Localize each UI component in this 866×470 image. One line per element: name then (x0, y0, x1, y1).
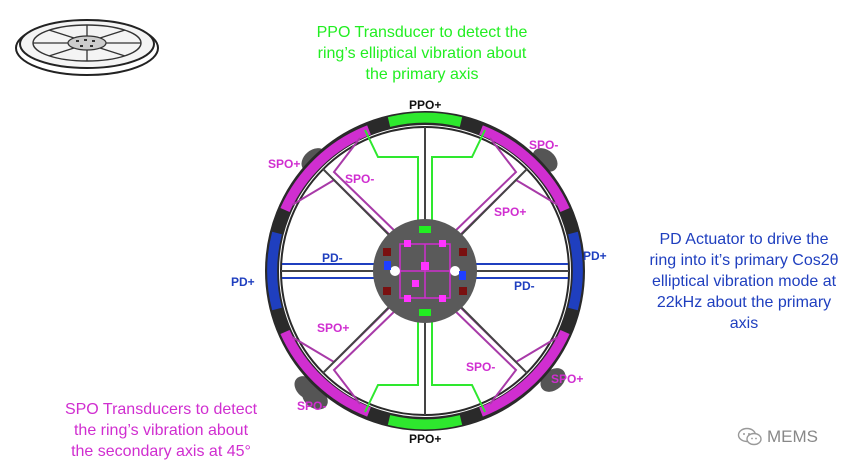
spo-caption-line: the secondary axis at 45° (71, 443, 251, 460)
spo-bottom-right-electrode (479, 329, 570, 417)
pd-left-electrode (267, 231, 282, 311)
ppo-caption-line: ring’s elliptical vibration about (317, 45, 527, 62)
hub-pads (383, 226, 467, 316)
watermark-text: MEMS (767, 427, 818, 446)
spo-caption-line: SPO Transducers to detect (64, 401, 258, 418)
label-pd-left-outer: PD+ (231, 275, 255, 289)
label-spo-bottom-right: SPO+ (551, 372, 583, 386)
pd-traces (282, 263, 568, 279)
ring-thumbnail (15, 19, 159, 76)
label-spo-top-right-inner: SPO+ (494, 205, 526, 219)
label-spo-top-left: SPO+ (268, 157, 300, 171)
label-spo-bottom-left-inner: SPO+ (317, 321, 349, 335)
ppo-caption-line: PPO Transducer to detect the (316, 24, 528, 41)
pd-caption-line: ring into it’s primary Cos2θ (649, 252, 839, 269)
label-spo-top-left-inner: SPO- (345, 172, 374, 186)
label-ppo-bottom: PPO+ (409, 432, 441, 446)
pd-caption-line: elliptical vibration mode at (651, 273, 837, 290)
electrode-labels: PPO+ PPO+ PD+ PD+ PD- PD- SPO+ SPO- SPO-… (231, 98, 607, 446)
spo-caption: SPO Transducers to detect the ring’s vib… (38, 399, 284, 462)
ppo-caption: PPO Transducer to detect the ring’s elli… (282, 22, 562, 85)
label-ppo-top: PPO+ (409, 98, 441, 112)
wechat-icon (737, 427, 762, 446)
label-spo-bottom-left: SPO- (297, 399, 326, 413)
spo-top-right-electrode (479, 125, 570, 213)
spokes (281, 127, 569, 415)
label-spo-bottom-right-inner: SPO- (466, 360, 495, 374)
spo-top-left-electrode (280, 125, 371, 213)
label-pd-right-outer: PD+ (583, 249, 607, 263)
label-pd-right-inner: PD- (514, 279, 535, 293)
ring-electrodes (267, 112, 583, 430)
support-tabs (294, 148, 566, 410)
ring-gyroscope (265, 111, 585, 431)
label-pd-left-inner: PD- (322, 251, 343, 265)
ppo-caption-line: the primary axis (365, 66, 479, 83)
ppo-traces (364, 129, 486, 413)
pd-caption: PD Actuator to drive the ring into it’s … (630, 229, 858, 334)
ppo-bottom-electrode (387, 415, 463, 430)
ppo-top-electrode (387, 112, 463, 127)
pd-right-electrode (568, 231, 583, 311)
pd-caption-line: axis (729, 315, 759, 332)
spo-bottom-left-electrode (280, 329, 371, 417)
watermark: MEMS (737, 425, 847, 449)
label-spo-top-right: SPO- (529, 138, 558, 152)
pd-caption-line: 22kHz about the primary (656, 294, 832, 311)
pd-caption-line: PD Actuator to drive the (659, 231, 829, 248)
spo-caption-line: the ring’s vibration about (73, 422, 249, 439)
